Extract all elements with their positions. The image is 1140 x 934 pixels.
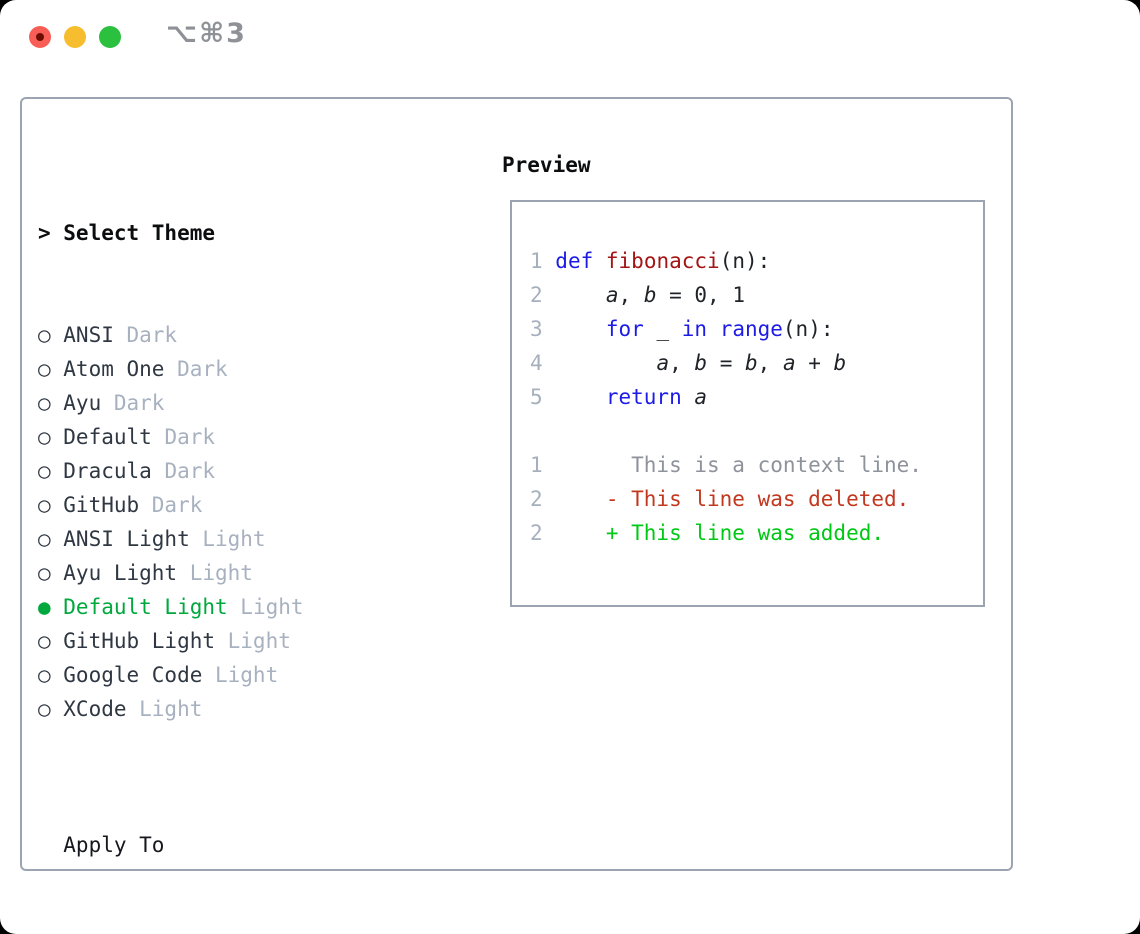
preview-line-diff-deleted: 2 - This line was deleted. <box>530 482 983 516</box>
apply-to-list: ●User Settings○Workspace Settings <box>38 930 392 934</box>
option-variant: Light <box>189 527 266 551</box>
preview-line-code: 5 return a <box>530 380 983 414</box>
theme-picker-panel: > Select Theme ○ ANSI Dark ○ Atom One Dark ○ A… <box>20 97 1013 871</box>
theme-option-google-code[interactable]: ○ Google Code Light <box>38 658 392 692</box>
theme-option-ayu-light[interactable]: ○ Ayu Light Light <box>38 556 392 590</box>
option-variant: Dark <box>151 459 216 483</box>
theme-option-default[interactable]: ○ Default Dark <box>38 420 392 454</box>
option-label: Default Light <box>63 595 228 619</box>
theme-option-ansi-light[interactable]: ○ ANSI Light Light <box>38 522 392 556</box>
option-label: Atom One <box>63 357 165 381</box>
option-variant: Light <box>177 561 253 585</box>
radio-unselected-icon: ○ <box>38 459 51 483</box>
option-label: Ayu Light <box>63 561 178 585</box>
option-variant: Light <box>227 595 304 619</box>
option-variant: Dark <box>113 323 178 347</box>
radio-unselected-icon: ○ <box>38 391 51 415</box>
theme-option-xcode[interactable]: ○ XCode Light <box>38 692 392 726</box>
theme-option-default-light[interactable]: ● Default Light Light <box>38 590 392 624</box>
select-theme-header-label: Select Theme <box>63 221 215 245</box>
minimize-button-icon[interactable] <box>64 26 86 48</box>
option-variant: Dark <box>139 493 203 517</box>
radio-unselected-icon: ○ <box>38 561 51 585</box>
preview-line-diff-added: 2 + This line was added. <box>530 516 983 550</box>
zoom-button-icon[interactable] <box>99 26 121 48</box>
theme-option-github-light[interactable]: ○ GitHub Light Light <box>38 624 392 658</box>
option-label: GitHub Light <box>63 629 215 653</box>
radio-selected-icon: ● <box>38 930 63 934</box>
line-number: 3 <box>530 317 543 341</box>
theme-option-ansi[interactable]: ○ ANSI Dark <box>38 318 392 352</box>
preview-line-code: 4 a, b = b, a + b <box>530 346 983 380</box>
option-variant: Light <box>126 697 203 721</box>
theme-list-pane: > Select Theme ○ ANSI Dark ○ Atom One Dark ○ A… <box>38 148 392 934</box>
preview-line-code: 2 a, b = 0, 1 <box>530 278 983 312</box>
radio-unselected-icon: ○ <box>38 323 51 347</box>
preview-header: Preview <box>502 153 591 177</box>
option-label: ANSI Light <box>63 527 190 551</box>
option-label: Google Code <box>63 663 203 687</box>
option-label: ANSI <box>63 323 114 347</box>
apply-option-user-settings[interactable]: ●User Settings <box>38 930 392 934</box>
apply-to-header: Apply To <box>63 833 165 857</box>
option-variant: Dark <box>101 391 165 415</box>
radio-unselected-icon: ○ <box>38 629 51 653</box>
theme-option-github[interactable]: ○ GitHub Dark <box>38 488 392 522</box>
theme-option-atom-one[interactable]: ○ Atom One Dark <box>38 352 392 386</box>
radio-unselected-icon: ○ <box>38 663 51 687</box>
preview-line-code: 1 def fibonacci(n): <box>530 244 983 278</box>
radio-unselected-icon: ○ <box>38 527 51 551</box>
line-number: 1 <box>530 453 543 477</box>
option-label: XCode <box>63 697 127 721</box>
option-variant: Dark <box>164 357 228 381</box>
option-variant: Dark <box>151 425 216 449</box>
option-label: Dracula <box>63 459 152 483</box>
close-button-icon[interactable] <box>29 26 51 48</box>
option-variant: Light <box>202 663 279 687</box>
radio-selected-icon: ● <box>38 595 51 619</box>
theme-list: ○ ANSI Dark ○ Atom One Dark ○ Ayu Dark ○ Defaul… <box>38 318 392 726</box>
line-number: 2 <box>530 283 543 307</box>
option-label: Ayu <box>63 391 102 415</box>
line-number: 2 <box>530 521 543 545</box>
radio-unselected-icon: ○ <box>38 425 51 449</box>
theme-option-ayu[interactable]: ○ Ayu Dark <box>38 386 392 420</box>
option-label: GitHub <box>63 493 140 517</box>
radio-unselected-icon: ○ <box>38 493 51 517</box>
option-variant: Light <box>215 629 291 653</box>
cursor-icon: > <box>38 221 51 245</box>
preview-line-code: 3 for _ in range(n): <box>530 312 983 346</box>
line-number: 5 <box>530 385 543 409</box>
preview-line-blank <box>530 414 983 448</box>
theme-option-dracula[interactable]: ○ Dracula Dark <box>38 454 392 488</box>
preview-line-diff-context: 1 This is a context line. <box>530 448 983 482</box>
line-number: 1 <box>530 249 543 273</box>
line-number: 4 <box>530 351 543 375</box>
radio-unselected-icon: ○ <box>38 697 51 721</box>
radio-unselected-icon: ○ <box>38 357 51 381</box>
window-title-shortcut: ⌥⌘3 <box>166 18 247 49</box>
select-theme-header: > Select Theme <box>38 216 392 250</box>
option-label: Default <box>63 425 152 449</box>
line-number: 2 <box>530 487 543 511</box>
